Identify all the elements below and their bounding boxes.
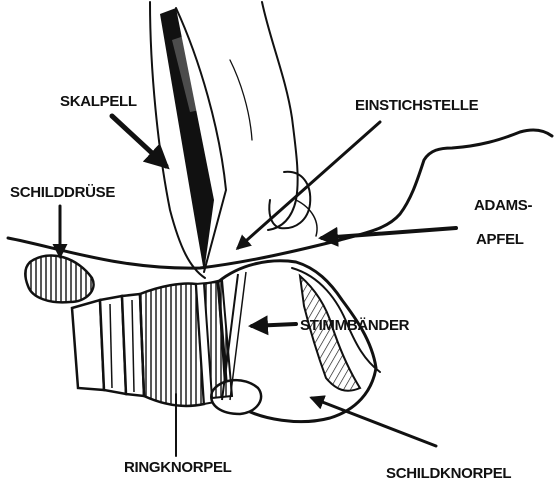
arrow-insertion-point	[238, 122, 380, 248]
arrow-vocal-cords	[252, 324, 296, 326]
label-adams-apple-2: APFEL	[476, 231, 524, 248]
arrow-thyroid-cartilage	[312, 398, 436, 446]
scalpel-drawing	[160, 8, 226, 272]
label-cricoid-cartilage: RINGKNORPEL	[124, 459, 232, 476]
arrow-adams-apple	[322, 228, 456, 238]
label-thyroid-gland: SCHILDDRÜSE	[10, 184, 115, 201]
label-adams-apple-1: ADAMS-	[474, 197, 532, 214]
label-thyroid-cartilage: SCHILDKNORPEL	[386, 465, 511, 482]
trachea-rings	[72, 294, 144, 396]
label-scalpel: SKALPELL	[60, 93, 137, 110]
thyroid-gland-shape	[25, 255, 93, 302]
label-vocal-cords: STIMMBÄNDER	[300, 317, 410, 334]
label-insertion-point: EINSTICHSTELLE	[355, 97, 479, 114]
